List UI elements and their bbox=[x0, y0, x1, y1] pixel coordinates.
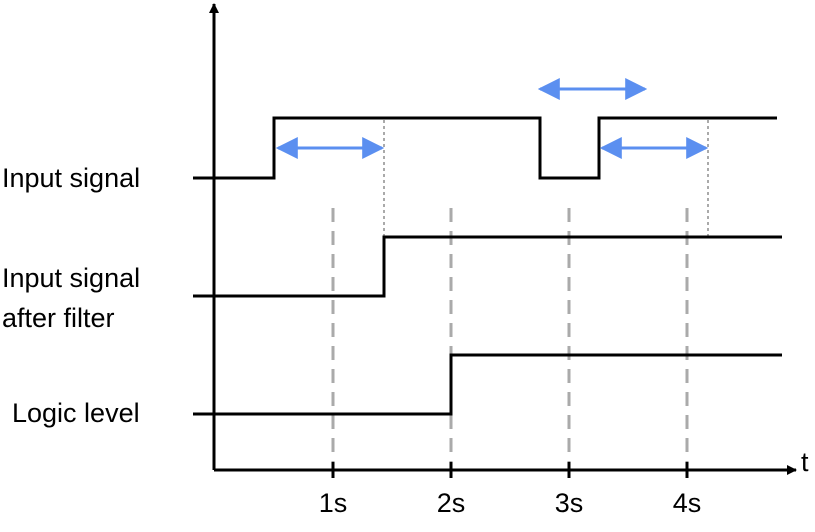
logic-level-label: Logic level bbox=[12, 398, 140, 428]
tick-label-2s: 2s bbox=[436, 488, 466, 518]
input-signal-label: Input signal bbox=[2, 163, 141, 193]
logic-level-waveform bbox=[193, 353, 782, 416]
filtered-signal-label-line1: Input signal bbox=[2, 263, 141, 293]
time-gridlines bbox=[331, 208, 689, 470]
input-signal-waveform bbox=[193, 116, 777, 180]
debounce-interval-arrows bbox=[275, 78, 709, 159]
tick-label-3s: 3s bbox=[554, 488, 584, 518]
filtered-signal-label-line2: after filter bbox=[2, 303, 115, 333]
filtered-signal-waveform bbox=[193, 235, 782, 298]
tick-label-1s: 1s bbox=[318, 488, 348, 518]
x-axis-label: t bbox=[801, 447, 809, 477]
tick-label-4s: 4s bbox=[672, 488, 702, 518]
